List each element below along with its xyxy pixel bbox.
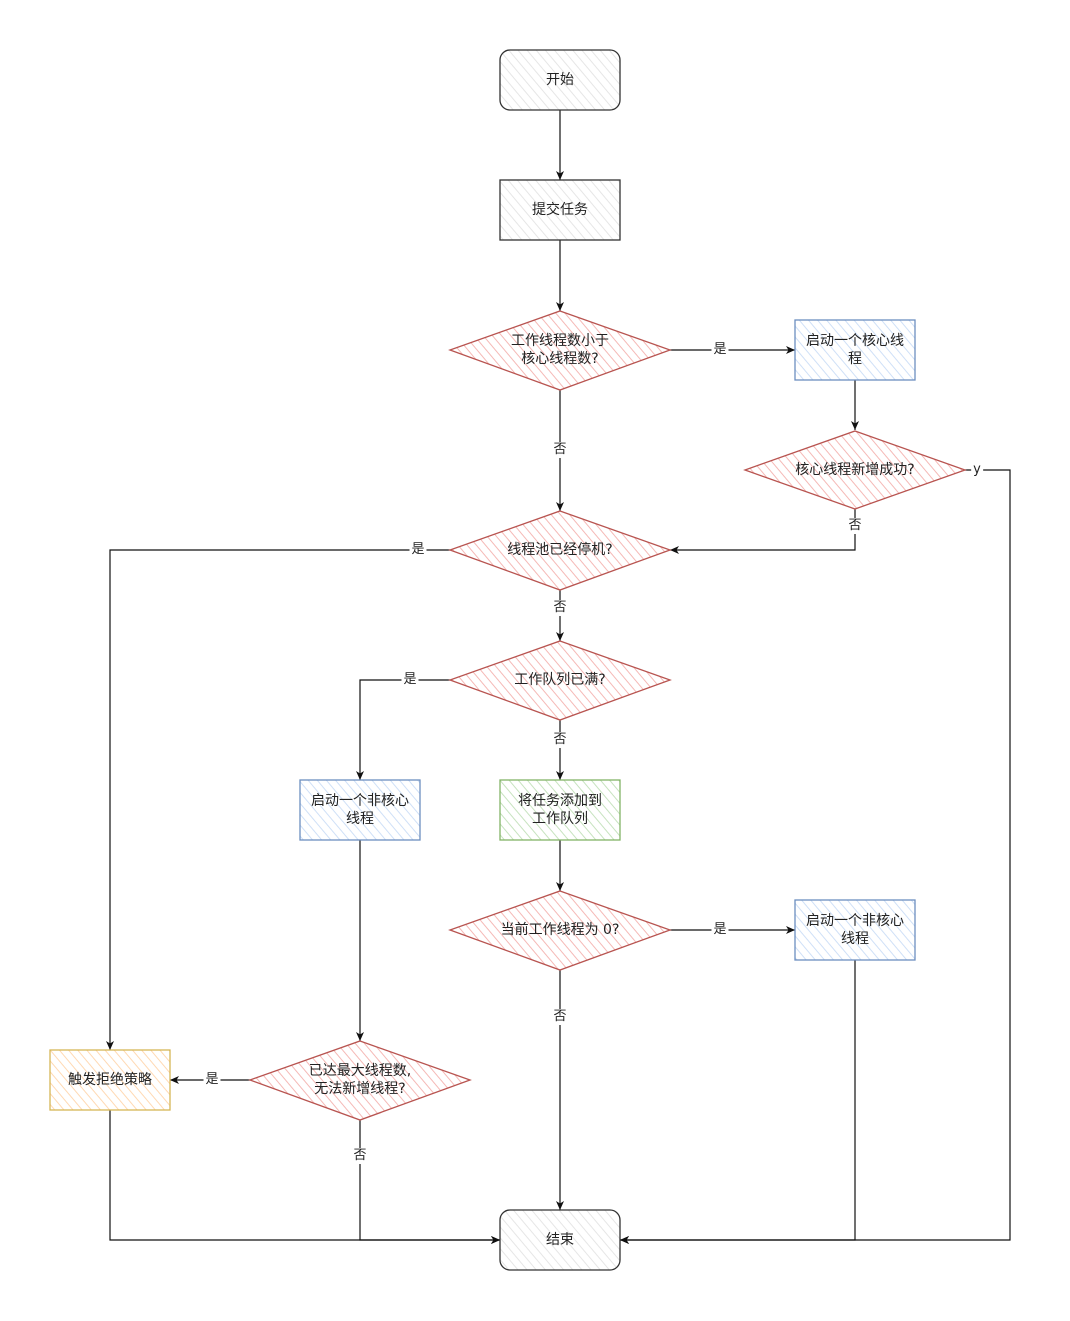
edge-label-zero-yes: 是 xyxy=(711,922,729,938)
edge-max-no xyxy=(359,1120,500,1244)
edge-label-shutdown-yes: 是 xyxy=(409,542,427,558)
edge-noncore2-end xyxy=(620,960,856,1244)
enqueue-task-node xyxy=(499,779,621,841)
zero-workers-decision xyxy=(448,890,672,971)
edge-label-core-yes: 是 xyxy=(711,342,729,358)
edge-queue-yes xyxy=(356,679,450,780)
core-threads-decision xyxy=(448,310,672,391)
pool-shutdown-decision xyxy=(448,510,672,591)
start-noncore-thread-node-1 xyxy=(299,779,421,841)
queue-full-decision xyxy=(448,640,672,721)
reject-policy-node xyxy=(49,1049,171,1111)
submit-task-node xyxy=(499,179,621,241)
end-node xyxy=(499,1209,621,1271)
edge-coreok-no xyxy=(670,508,856,554)
edge-label-zero-no: 否 xyxy=(551,1009,569,1025)
edge-reject-end xyxy=(109,1110,500,1244)
edge-label-queue-yes: 是 xyxy=(401,672,419,688)
edge-label-shutdown-no: 否 xyxy=(551,600,569,616)
edge-label-max-yes: 是 xyxy=(203,1072,221,1088)
core-thread-added-decision xyxy=(743,430,967,510)
edge-label-max-no: 否 xyxy=(351,1148,369,1164)
start-core-thread-node xyxy=(794,319,916,381)
start-noncore-thread-node-2 xyxy=(794,899,916,961)
start-node xyxy=(499,49,621,111)
edge-label-core-no: 否 xyxy=(551,442,569,458)
edge-shutdown-yes xyxy=(106,549,450,1050)
edge-coreok-y xyxy=(620,469,1011,1244)
edge-label-core-ok-y: y xyxy=(971,462,983,478)
edge-label-core-ok-no: 否 xyxy=(846,518,864,534)
max-threads-decision xyxy=(248,1040,472,1121)
edge-label-queue-no: 否 xyxy=(551,732,569,748)
